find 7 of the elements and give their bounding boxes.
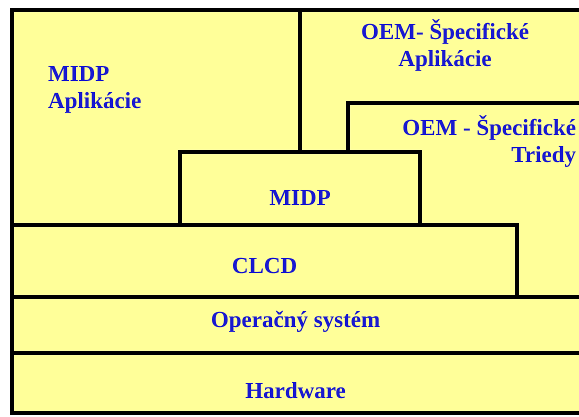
layer-label: OEM- Špecifické Aplikácie: [360, 18, 530, 72]
layer-label: MIDP: [268, 184, 332, 211]
layer-label: OEM - Špecifické Triedy: [401, 114, 576, 168]
layer-label: Hardware: [244, 377, 347, 404]
layer-label: CLCD: [230, 252, 298, 279]
layer-label: Operačný systém: [210, 306, 382, 333]
layer-label: MIDP Aplikácie: [48, 60, 142, 114]
